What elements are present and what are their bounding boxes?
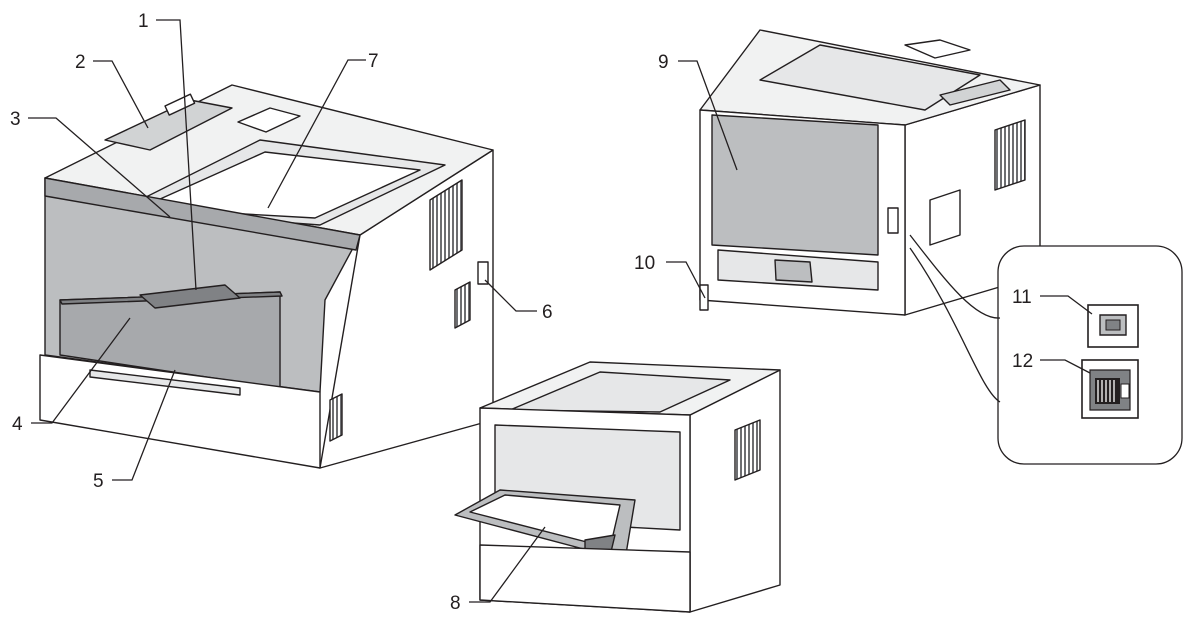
callout-6: 6 (542, 302, 553, 323)
callout-3: 3 (10, 109, 21, 130)
callout-5: 5 (93, 471, 104, 492)
callout-2: 2 (75, 52, 86, 73)
small-printer (455, 362, 780, 612)
callout-7: 7 (368, 51, 379, 72)
rear-printer (700, 30, 1040, 315)
callout-1: 1 (138, 11, 149, 32)
callout-11: 11 (1012, 287, 1032, 308)
callout-12: 12 (1012, 351, 1033, 372)
callout-8: 8 (450, 593, 461, 614)
lan-port-icon (1082, 360, 1138, 418)
callout-4: 4 (12, 414, 23, 435)
front-printer (40, 0, 493, 468)
callout-9: 9 (658, 52, 669, 73)
callout-10: 10 (634, 253, 655, 274)
